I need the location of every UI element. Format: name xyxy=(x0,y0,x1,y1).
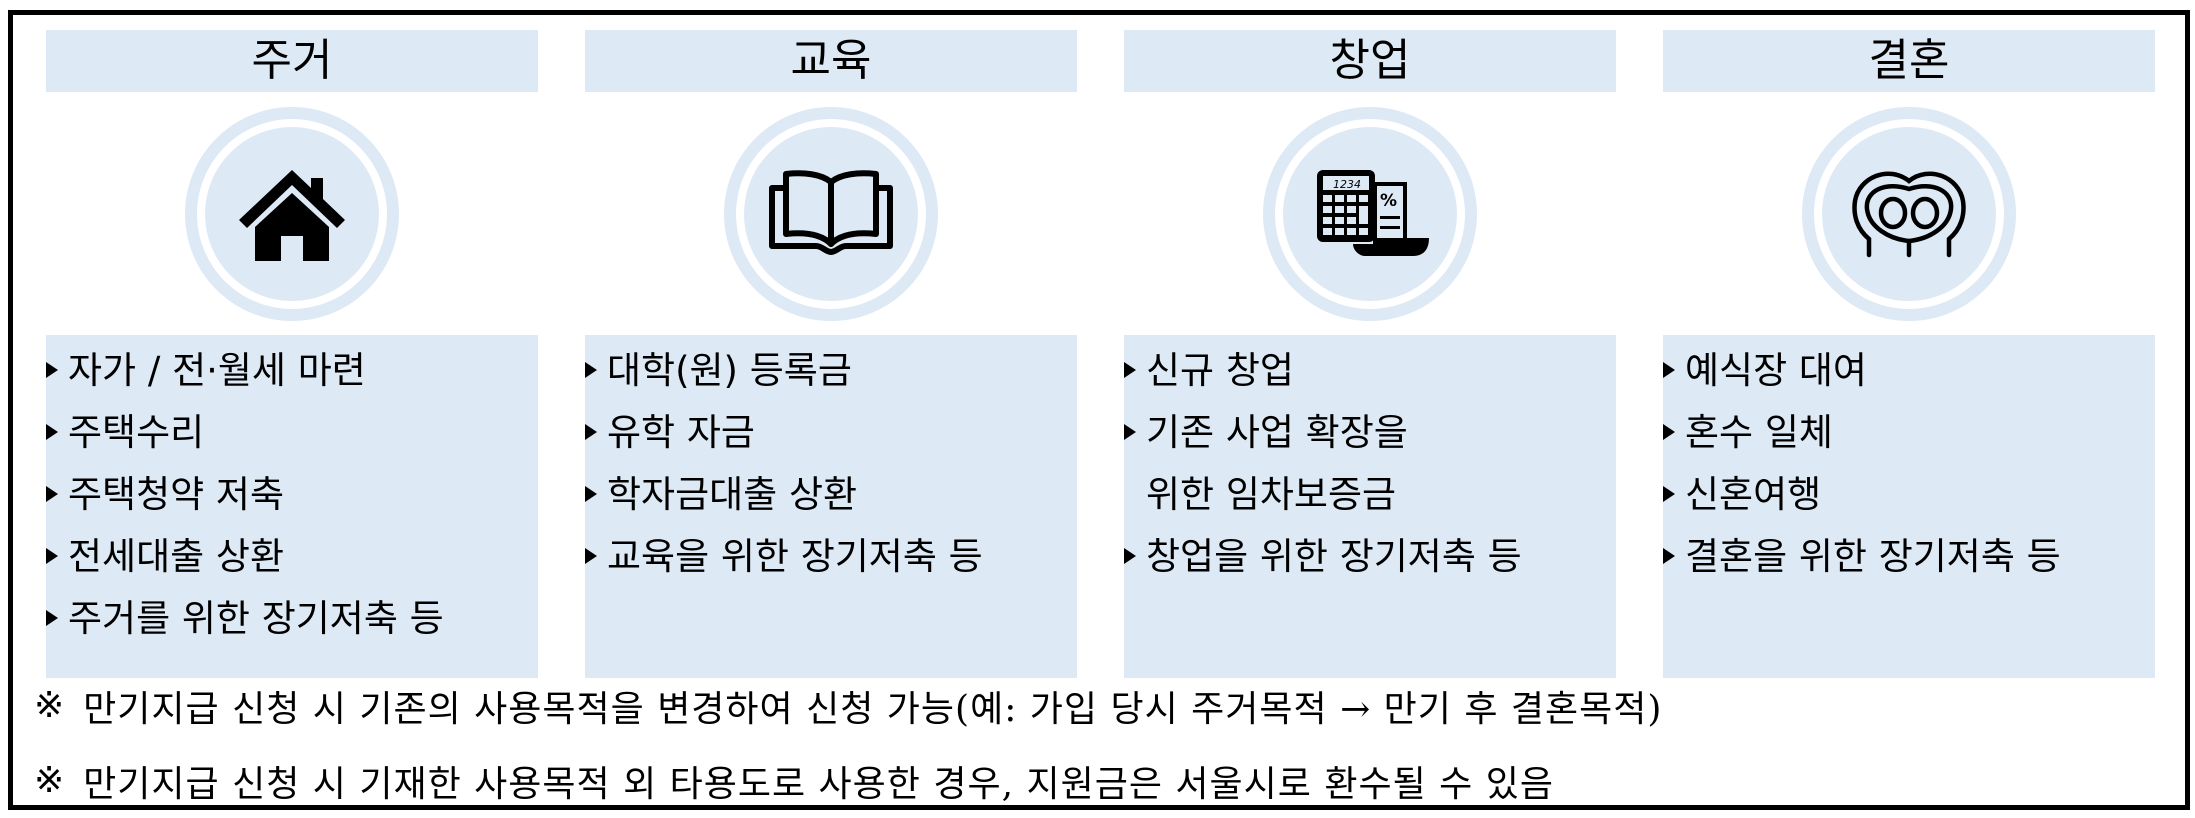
bullet-triangle-icon xyxy=(46,486,58,502)
category-title: 창업 xyxy=(1124,30,1616,92)
bullet-triangle-icon xyxy=(585,486,597,502)
list-item: 주택수리 xyxy=(46,401,538,463)
reference-mark-icon: ※ xyxy=(34,760,66,801)
calculator-receipt-icon: % 1234 xyxy=(1317,170,1429,256)
list-item: 전세대출 상환 xyxy=(46,525,538,587)
list-item: 기존 사업 확장을 xyxy=(1124,401,1616,463)
bullet-triangle-icon xyxy=(1663,362,1675,378)
svg-text:%: % xyxy=(1380,191,1397,211)
bullet-triangle-icon xyxy=(1124,424,1136,440)
bullet-triangle-icon xyxy=(585,362,597,378)
list-item: 대학(원) 등록금 xyxy=(585,339,1077,401)
bullet-triangle-icon xyxy=(585,548,597,564)
couple-heart-icon xyxy=(1852,171,1966,258)
list-item: 주택청약 저축 xyxy=(46,463,538,525)
footnotes: ※ 만기지급 신청 시 기존의 사용목적을 변경하여 신청 가능(예: 가입 당… xyxy=(34,668,2154,818)
icon-badge xyxy=(1802,107,2016,321)
reference-mark-icon: ※ xyxy=(34,685,66,726)
purpose-list: 신규 창업 기존 사업 확장을 위한 임차보증금 창업을 위한 장기저축 등 xyxy=(1124,335,1616,678)
list-item: 학자금대출 상환 xyxy=(585,463,1077,525)
bullet-triangle-icon xyxy=(585,424,597,440)
bullet-triangle-icon xyxy=(1124,362,1136,378)
open-book-icon xyxy=(769,170,893,255)
house-icon xyxy=(239,170,345,261)
bullet-triangle-icon xyxy=(46,362,58,378)
footnote-text: 만기지급 신청 시 기존의 사용목적을 변경하여 신청 가능(예: 가입 당시 … xyxy=(83,688,1663,730)
purpose-list: 대학(원) 등록금 유학 자금 학자금대출 상환 교육을 위한 장기저축 등 xyxy=(585,335,1077,678)
category-startup: 창업 % 1234 xyxy=(1124,0,1616,812)
bullet-triangle-icon xyxy=(46,548,58,564)
list-item: 신규 창업 xyxy=(1124,339,1616,401)
list-item: 혼수 일체 xyxy=(1663,401,2155,463)
bullet-triangle-icon xyxy=(46,610,58,626)
list-item: 결혼을 위한 장기저축 등 xyxy=(1663,525,2155,587)
footnote: ※ 만기지급 신청 시 기재한 사용목적 외 타용도로 사용한 경우, 지원금은… xyxy=(34,743,2154,818)
purpose-list: 자가 / 전·월세 마련 주택수리 주택청약 저축 전세대출 상환 주거를 위한… xyxy=(46,335,538,678)
list-item: 창업을 위한 장기저축 등 xyxy=(1124,525,1616,587)
bullet-triangle-icon xyxy=(1663,424,1675,440)
category-title: 결혼 xyxy=(1663,30,2155,92)
category-education: 교육 대학(원) 등록금 유학 자금 학자금대출 상환 교육을 위한 장기저축 … xyxy=(585,0,1077,812)
icon-badge xyxy=(724,107,938,321)
category-marriage: 결혼 예식장 대여 혼수 일체 신혼여행 결혼을 위한 장기저축 등 xyxy=(1663,0,2155,812)
list-item-continuation: 위한 임차보증금 xyxy=(1146,472,1397,516)
svg-text:1234: 1234 xyxy=(1333,178,1361,191)
bullet-triangle-icon xyxy=(1663,548,1675,564)
outer-frame xyxy=(8,10,2190,810)
purpose-list: 예식장 대여 혼수 일체 신혼여행 결혼을 위한 장기저축 등 xyxy=(1663,335,2155,678)
category-title: 주거 xyxy=(46,30,538,92)
category-title: 교육 xyxy=(585,30,1077,92)
icon-badge xyxy=(185,107,399,321)
list-item: 유학 자금 xyxy=(585,401,1077,463)
list-item: 교육을 위한 장기저축 등 xyxy=(585,525,1077,587)
list-item: 자가 / 전·월세 마련 xyxy=(46,339,538,401)
footnote-text: 만기지급 신청 시 기재한 사용목적 외 타용도로 사용한 경우, 지원금은 서… xyxy=(83,763,1554,805)
bullet-triangle-icon xyxy=(1124,548,1136,564)
list-item: 예식장 대여 xyxy=(1663,339,2155,401)
list-item: 주거를 위한 장기저축 등 xyxy=(46,587,538,649)
category-housing: 주거 자가 / 전·월세 마련 주택수리 주택청약 저축 전세대출 상환 주거를… xyxy=(46,0,538,812)
bullet-triangle-icon xyxy=(46,424,58,440)
footnote: ※ 만기지급 신청 시 기존의 사용목적을 변경하여 신청 가능(예: 가입 당… xyxy=(34,668,2154,743)
icon-badge: % 1234 xyxy=(1263,107,1477,321)
bullet-triangle-icon xyxy=(1663,486,1675,502)
list-item: 신혼여행 xyxy=(1663,463,2155,525)
